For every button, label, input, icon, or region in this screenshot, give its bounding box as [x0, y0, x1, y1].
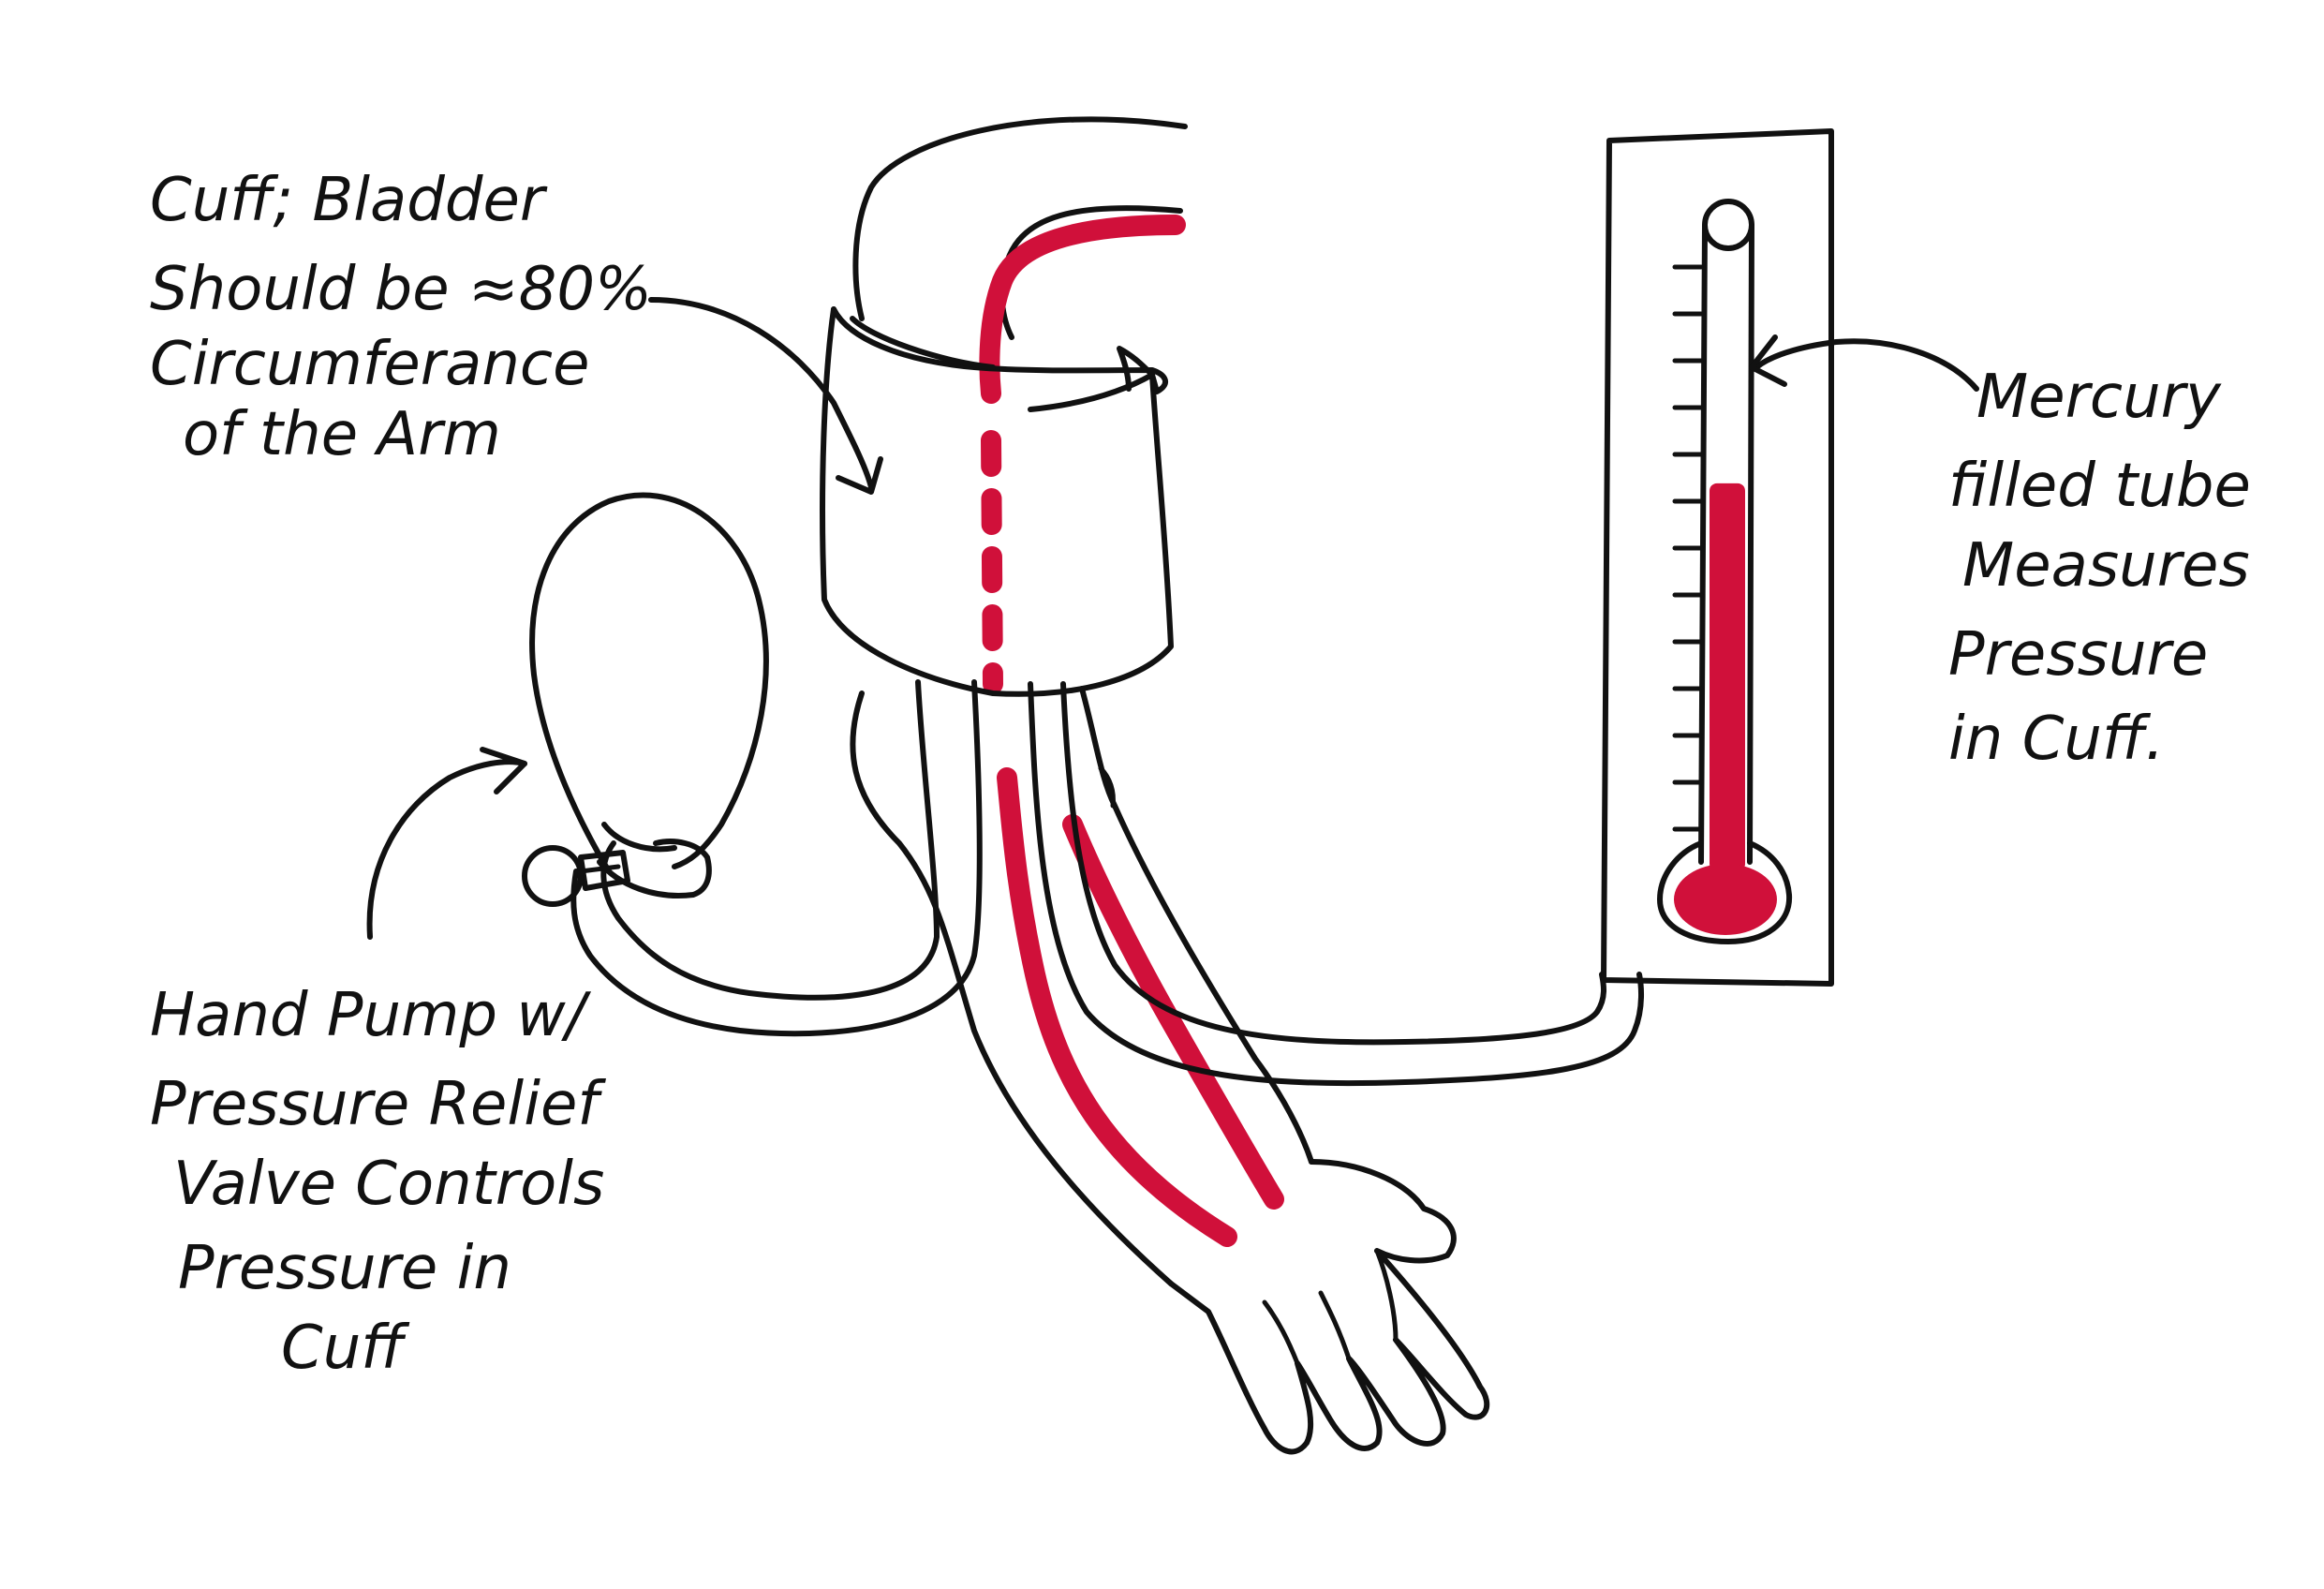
cuff-label: Cuff; Bladder Should be ≈80% Circumferan… [150, 166, 652, 469]
cuff-label-line: Circumferance [150, 330, 589, 399]
hand-outline [1168, 1159, 1490, 1455]
mercury-label-line: filled tube [1948, 452, 2251, 521]
mercury-label-line: Pressure [1948, 620, 2208, 690]
hand-pump [522, 492, 769, 907]
scale-ticks [1672, 264, 1704, 832]
mercury-arrow [1754, 338, 1979, 392]
mercury-manometer [1601, 128, 1834, 987]
callout-arrows [366, 297, 1979, 940]
pressure-relief-valve [522, 845, 584, 907]
cuff [820, 306, 1174, 697]
cuff-label-line: Cuff; Bladder [150, 166, 548, 235]
mercury-label-line: Mercury [1976, 363, 2222, 432]
pump-label-line: Hand Pump w/ [150, 981, 592, 1050]
mercury-label: Mercury filled tube Measures Pressure in… [1948, 363, 2251, 774]
pump-label-line: Pressure in [178, 1234, 511, 1303]
pump-label-line: Pressure Relief [150, 1070, 606, 1139]
cuff-label-line: Should be ≈80% [150, 255, 652, 324]
pump-arrow [366, 759, 527, 940]
cuff-arrow [648, 297, 874, 490]
manometer-board [1601, 128, 1834, 987]
pump-label: Hand Pump w/ Pressure Relief Valve Contr… [150, 981, 606, 1383]
mercury-column [1710, 483, 1745, 871]
mercury-reservoir [1674, 864, 1777, 935]
pump-bulb [529, 492, 769, 874]
pump-label-line: Valve Controls [173, 1150, 604, 1219]
arm-drawing [850, 116, 1490, 1455]
mercury-label-line: in Cuff. [1948, 705, 2164, 774]
cuff-label-line: of the Arm [183, 400, 501, 469]
tubes [570, 679, 1644, 1087]
mercury-label-line: Measures [1962, 531, 2250, 601]
artery [979, 215, 1284, 1247]
pump-label-line: Cuff [281, 1314, 410, 1383]
